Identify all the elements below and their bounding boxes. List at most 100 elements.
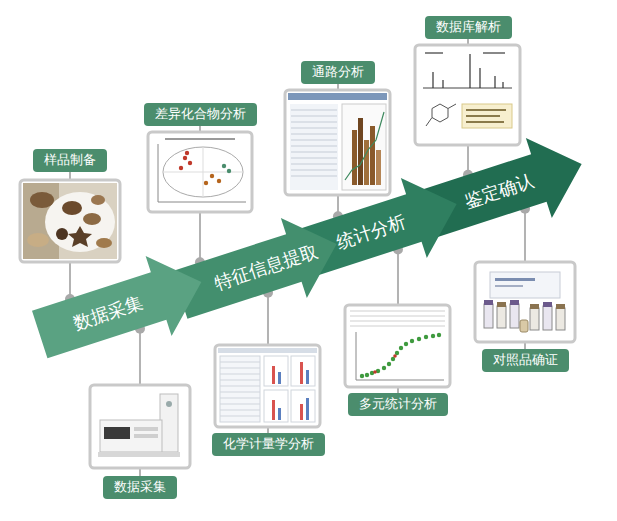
s-plot-thumbnail-part-part: [382, 366, 386, 370]
score-plot-thumbnail-part: [148, 132, 252, 212]
herb-sample-photo-part: [56, 228, 68, 240]
chemometrics-window-thumbnail-part: [264, 356, 288, 386]
arrow-shape: [32, 256, 201, 358]
herb-sample-photo: [20, 180, 120, 262]
reference-standard-photo-part-part: [484, 300, 493, 305]
pathway-window-thumbnail-part: [290, 104, 338, 190]
reference-standard-photo-part: [497, 302, 565, 309]
label-text: 样品制备: [43, 152, 97, 169]
reference-standard-photo-part-part: [497, 302, 506, 307]
reference-standard-photo-part-part: [530, 304, 539, 309]
reference-standard-photo-part-part: [543, 306, 552, 330]
s-plot-thumbnail-part-part: [431, 334, 435, 338]
score-plot-thumbnail-part: [203, 147, 204, 197]
spectrum-database-thumbnail-part: [423, 88, 512, 89]
chemometrics-window-thumbnail-part: [215, 345, 320, 427]
chemometrics-window-thumbnail-part: [278, 408, 281, 420]
instrument-photo: [90, 385, 190, 468]
score-plot-thumbnail-part: [158, 202, 246, 203]
score-plot-thumbnail-part: [158, 144, 159, 202]
s-plot-thumbnail-part-part: [350, 316, 445, 317]
chemometrics-window-thumbnail-part: [306, 370, 309, 384]
score-plot-thumbnail-part: [217, 179, 221, 183]
score-plot-thumbnail-part: [183, 156, 187, 160]
instrument-photo-part: [90, 385, 190, 468]
chemometrics-window-thumbnail-part-part: [220, 392, 260, 393]
pathway-window-thumbnail-part-part: [291, 128, 337, 129]
pathway-window-thumbnail-part: [285, 90, 390, 195]
s-plot-thumbnail-part: [345, 305, 450, 387]
chemometrics-window-thumbnail-part: [300, 404, 303, 420]
spectrum-database-thumbnail-part: [433, 54, 503, 88]
chemometrics-window-thumbnail-part: [278, 372, 281, 384]
spectrum-database-thumbnail-part-part: [432, 72, 433, 88]
chemometrics-window-thumbnail-part-part: [220, 386, 260, 387]
spectrum-database-thumbnail-part: [462, 104, 512, 128]
pathway-window-thumbnail-part: [288, 93, 387, 100]
herb-sample-photo-part: [20, 180, 120, 262]
step-arrow: 数据采集: [32, 256, 201, 358]
instrument-photo-part: [134, 434, 158, 438]
herb-sample-photo-part: [27, 233, 49, 247]
step-label: 多元统计分析: [348, 393, 448, 416]
pathway-window-thumbnail-part-part: [291, 164, 337, 165]
reference-standard-photo-part-part: [510, 300, 519, 305]
spectrum-database-thumbnail-part-part: [442, 80, 443, 88]
s-plot-thumbnail-part: [356, 380, 444, 381]
herb-sample-photo-part: [45, 192, 115, 252]
label-text: 对照品确证: [492, 352, 559, 369]
spectrum-database-thumbnail-part: [466, 121, 504, 123]
s-plot-thumbnail-part-part: [350, 311, 445, 312]
herb-sample-photo-part: [83, 213, 101, 225]
reference-standard-photo-part-part: [556, 308, 565, 330]
instrument-photo-part: [166, 401, 172, 407]
pathway-window-thumbnail-part: [291, 110, 337, 176]
spectrum-database-thumbnail-part: [432, 104, 448, 122]
pathway-window-thumbnail-part-part: [291, 110, 337, 111]
pathway-window-thumbnail-part: [370, 126, 375, 185]
s-plot-thumbnail-part-part: [360, 374, 364, 378]
s-plot-thumbnail-part-part: [350, 321, 445, 322]
arrow-shape: [417, 138, 582, 239]
instrument-photo-part: [160, 394, 178, 452]
chemometrics-window-thumbnail-part-part: [220, 374, 260, 375]
arrow-shape: [172, 218, 337, 319]
reference-standard-photo: [475, 262, 575, 342]
score-plot-thumbnail-part: [185, 151, 189, 155]
score-plot-thumbnail-part: [179, 166, 183, 170]
chemometrics-window-thumbnail-part: [272, 366, 275, 384]
spectrum-database-thumbnail-part-part: [502, 82, 503, 88]
s-plot-thumbnail-part-part: [404, 342, 408, 346]
pathway-window-thumbnail-part-part: [291, 146, 337, 147]
herb-sample-photo-part: [96, 238, 112, 248]
s-plot-thumbnail-part-part: [410, 339, 414, 343]
pathway-window-thumbnail-part-part: [291, 122, 337, 123]
s-plot-thumbnail-part-part: [387, 362, 391, 366]
pathway-window-thumbnail-part-part: [291, 152, 337, 153]
s-plot-thumbnail-part: [360, 333, 441, 378]
reference-standard-photo-part: [475, 262, 575, 342]
pathway-window-thumbnail-part: [364, 140, 369, 185]
spectrum-database-thumbnail-part: [448, 104, 456, 109]
spectrum-database-thumbnail-part-part: [479, 68, 480, 88]
s-plot-thumbnail-part: [356, 332, 357, 380]
chemometrics-window-thumbnail-part-part: [220, 368, 260, 369]
label-text: 通路分析: [311, 64, 365, 81]
step-arrow: 特征信息提取: [172, 218, 337, 319]
pathway-window-thumbnail-part: [345, 112, 384, 180]
chemometrics-window-thumbnail-part: [220, 362, 260, 416]
reference-standard-photo-part: [490, 272, 560, 298]
score-plot-thumbnail: [148, 132, 252, 212]
spectrum-database-thumbnail-part: [466, 115, 500, 117]
score-plot-thumbnail-part: [227, 169, 231, 173]
s-plot-thumbnail-part-part: [365, 373, 369, 377]
spectrum-database-thumbnail-part-part: [469, 54, 470, 88]
step-label: 数据采集: [103, 476, 177, 499]
reference-standard-photo-part-part: [530, 308, 539, 330]
s-plot-thumbnail-part-part: [399, 346, 403, 350]
s-plot-thumbnail: [345, 305, 450, 387]
reference-standard-photo-part-part: [497, 306, 506, 328]
spectrum-database-thumbnail-part: [483, 52, 505, 54]
herb-sample-photo-part: [91, 195, 105, 205]
